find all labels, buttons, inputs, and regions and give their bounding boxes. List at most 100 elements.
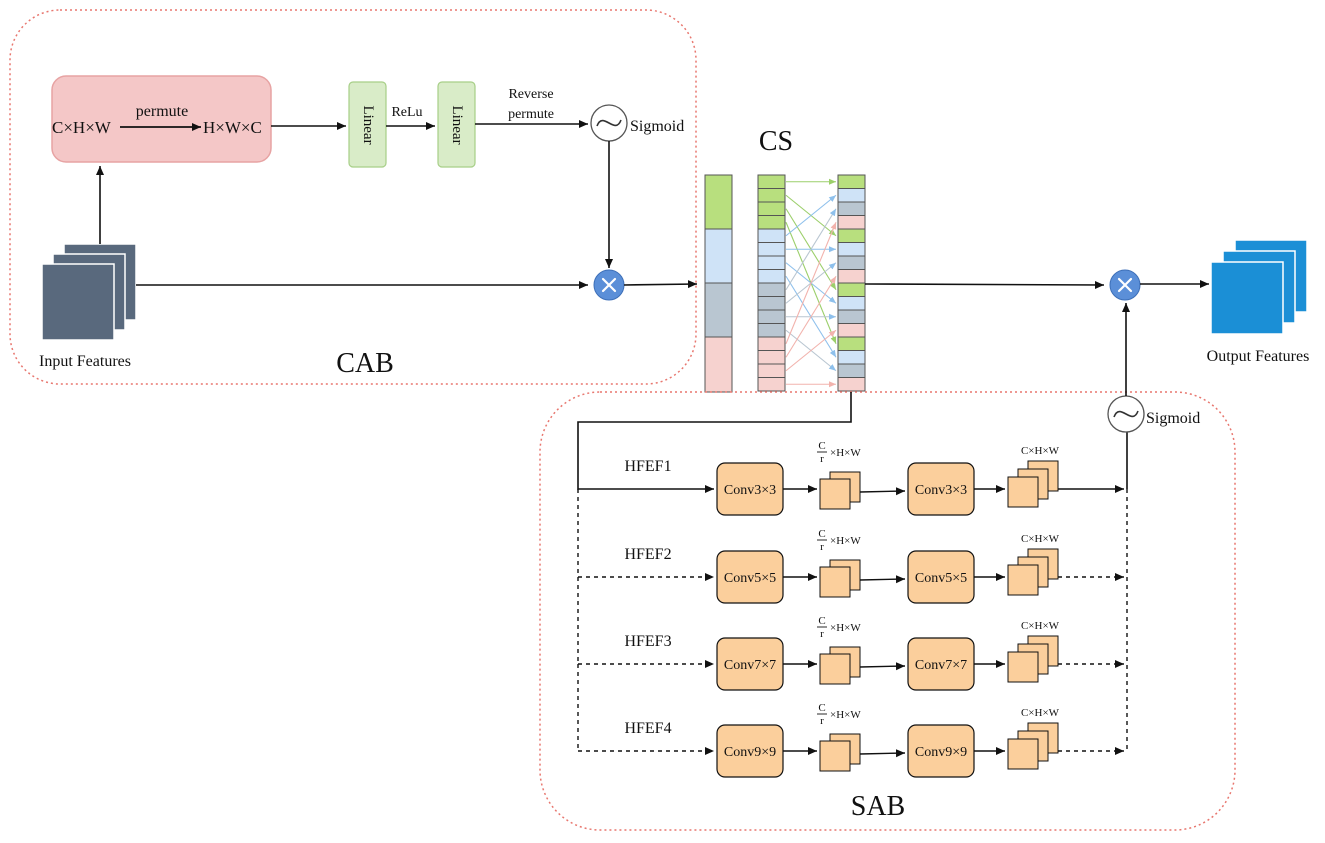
reduced-feature-cube (819, 478, 851, 510)
shuffle-link (785, 194, 837, 237)
shuffled-channel-cell (837, 363, 866, 378)
reduced-feature-cube (819, 566, 851, 598)
split-channel-cell (757, 255, 786, 270)
reduced-feature-cube (819, 740, 851, 772)
cab-sigmoid-label: Sigmoid (630, 118, 684, 135)
split-channel-cell (757, 282, 786, 297)
branch-label: HFEF1 (624, 458, 671, 475)
sab-branches: HFEF1Conv3×3Cr×H×WConv3×3C×H×WHFEF2Conv5… (577, 440, 1124, 778)
split-channel-cell (757, 350, 786, 365)
feature-to-conv-arrow (859, 662, 906, 671)
reduced-shape-numerator: C (818, 702, 825, 714)
permute-label: permute (136, 103, 188, 120)
sigmoid-icon (590, 104, 628, 142)
reduced-shape-denominator: r (820, 453, 824, 465)
cs-grouped-column (704, 174, 733, 393)
sab-sigmoid-icon (1107, 395, 1145, 433)
split-channel-cell (757, 309, 786, 324)
split-channel-cell (757, 228, 786, 243)
shuffled-channel-cell (837, 336, 866, 351)
full-feature-cube (1007, 476, 1039, 508)
input-features-label: Input Features (39, 353, 131, 370)
branch-label: HFEF4 (624, 720, 671, 737)
reverse-permute-label: permute (508, 107, 554, 122)
shuffled-channel-cell (837, 323, 866, 338)
reduced-shape-numerator: C (818, 440, 825, 452)
cs-to-output-mult-arrow (864, 280, 1105, 289)
cs-shuffled-channels (837, 174, 866, 392)
conv-label: Conv7×7 (915, 658, 967, 673)
conv-label: Conv5×5 (724, 571, 776, 586)
cs-split-channels (757, 174, 786, 392)
cab-border (9, 9, 697, 385)
shuffle-link (785, 329, 837, 372)
sab-sigmoid-label: Sigmoid (1146, 410, 1200, 427)
shuffled-channel-cell (837, 201, 866, 216)
linear-label-2: Linear (449, 105, 465, 144)
split-channel-cell (757, 377, 786, 392)
shuffled-channel-cell (837, 228, 866, 243)
shuffled-channel-cell (837, 242, 866, 257)
feature-to-conv-arrow (859, 749, 906, 758)
full-shape-label: C×H×W (1021, 707, 1060, 719)
split-channel-cell (757, 323, 786, 338)
reverse-label: Reverse (508, 87, 553, 102)
input-features-icon (41, 243, 137, 341)
conv-label: Conv9×9 (724, 745, 776, 760)
shape-out-label: H×W×C (203, 118, 262, 137)
split-channel-cell (757, 201, 786, 216)
reduced-shape-numerator: C (818, 528, 825, 540)
split-channel-cell (757, 242, 786, 257)
reduced-shape-rest: ×H×W (830, 622, 861, 634)
branch-label: HFEF3 (624, 633, 671, 650)
reduced-shape-numerator: C (818, 615, 825, 627)
conv-label: Conv7×7 (724, 658, 776, 673)
shuffled-channel-cell (837, 377, 866, 392)
shuffled-channel-cell (837, 282, 866, 297)
shuffle-link (785, 275, 837, 358)
full-feature-cube (1007, 738, 1039, 770)
reduced-feature-cube (819, 653, 851, 685)
conv-label: Conv9×9 (915, 745, 967, 760)
shuffle-link (785, 208, 837, 291)
reduced-shape-rest: ×H×W (830, 709, 861, 721)
full-shape-label: C×H×W (1021, 533, 1060, 545)
split-channel-cell (757, 269, 786, 284)
multiply-icon (593, 269, 625, 301)
reduced-shape-denominator: r (820, 715, 824, 727)
reduced-shape-rest: ×H×W (830, 535, 861, 547)
feature-to-conv-arrow (859, 575, 906, 584)
branch-label: HFEF2 (624, 546, 671, 563)
full-feature-cube (1007, 564, 1039, 596)
conv-label: Conv3×3 (724, 483, 776, 498)
split-channel-cell (757, 296, 786, 311)
reduced-shape-denominator: r (820, 628, 824, 640)
shuffled-channel-cell (837, 309, 866, 324)
mult-to-cs-arrow (623, 280, 698, 289)
cab-title: CAB (336, 348, 394, 379)
split-channel-cell (757, 336, 786, 351)
shuffled-channel-cell (837, 188, 866, 203)
output-features-icon (1210, 239, 1308, 335)
conv-label: Conv3×3 (915, 483, 967, 498)
split-channel-cell (757, 363, 786, 378)
conv-label: Conv5×5 (915, 571, 967, 586)
cs-to-sab-connector (577, 392, 852, 493)
feature-to-conv-arrow (859, 487, 906, 496)
linear-label-1: Linear (360, 105, 376, 144)
permute-box (51, 75, 272, 163)
linear-box-1 (348, 81, 387, 168)
split-channel-cell (757, 174, 786, 189)
split-channel-cell (757, 215, 786, 230)
shuffled-channel-cell (837, 296, 866, 311)
shuffled-channel-cell (837, 255, 866, 270)
output-multiply-icon (1109, 269, 1141, 301)
shuffled-channel-cell (837, 174, 866, 189)
full-feature-cube (1007, 651, 1039, 683)
sab-title: SAB (851, 791, 905, 822)
